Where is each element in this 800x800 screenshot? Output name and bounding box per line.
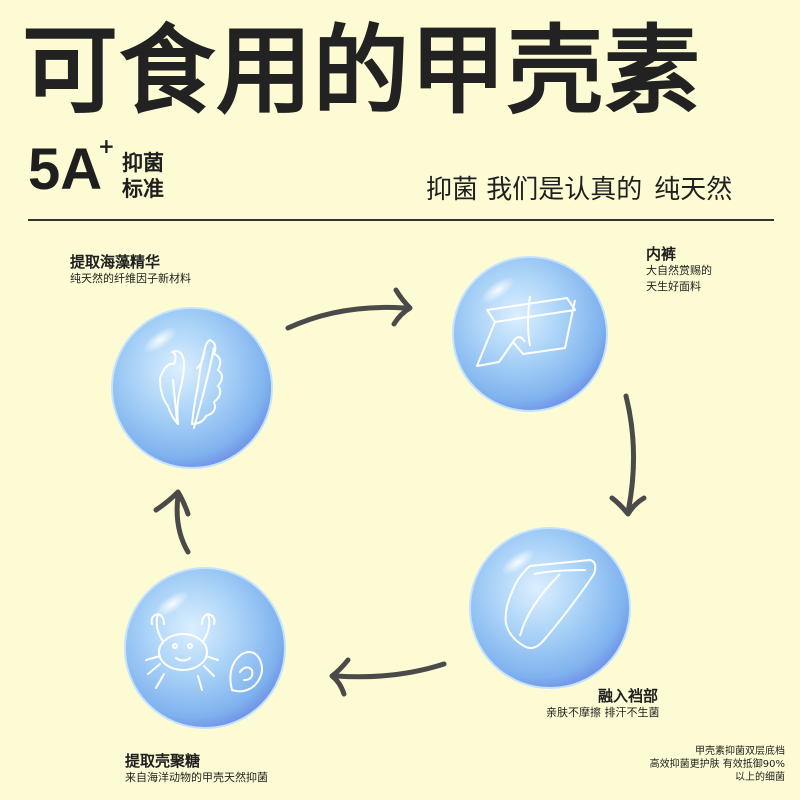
bottom-note-line1: 甲壳素抑菌双层底档 (695, 746, 785, 757)
step-crotch-pad-sub: 亲肤不摩擦 排汗不生菌 (546, 706, 660, 719)
badge-label-line2: 标准 (122, 177, 164, 201)
bubble-underwear (452, 256, 608, 412)
step-underwear-sub2: 天生好面料 (646, 280, 701, 293)
badge-plus: + (98, 134, 115, 158)
step-underwear-title: 内裤 (646, 245, 677, 263)
step-crab-shell-title: 提取壳聚糖 (125, 752, 201, 770)
badge-label-line1: 抑菌 (122, 151, 164, 175)
slogan-part2: 纯天然 (654, 175, 733, 205)
step-seaweed-title: 提取海藻精华 (70, 253, 161, 271)
step-underwear-label: 内裤 大自然赏赐的 天生好面料 (646, 245, 712, 295)
divider (28, 219, 774, 221)
crotch-pad-icon (504, 559, 597, 649)
bubble-crab-shell (124, 567, 286, 729)
bottom-note-line2: 高效抑菌更护肤 有效抵御90% (649, 759, 785, 770)
bottom-note: 甲壳素抑菌双层底档 高效抑菌更护肤 有效抵御90% 以上的细菌 (650, 745, 785, 784)
slogan-part1: 抑菌 我们是认真的 (426, 175, 643, 205)
bubble-seaweed (111, 307, 273, 469)
slogan: 抑菌 我们是认真的纯天然 (426, 174, 732, 206)
bubble-crotch-pad (469, 527, 631, 689)
seaweed-icon (159, 339, 223, 429)
step-crotch-pad-title: 融入裆部 (598, 687, 659, 705)
arrow-to-crab-shell (329, 657, 447, 697)
step-underwear-sub1: 大自然赏赐的 (646, 264, 712, 277)
underwear-icon (476, 295, 576, 367)
bottom-note-line3: 以上的细菌 (735, 772, 785, 783)
badge-label: 抑菌 标准 (122, 150, 164, 202)
page-title: 可食用的甲壳素 (22, 15, 701, 127)
step-crotch-pad-label: 融入裆部 亲肤不摩擦 排汗不生菌 (546, 687, 660, 721)
step-seaweed-label: 提取海藻精华 纯天然的纤维因子新材料 (70, 253, 191, 287)
arrow-to-crotch-pad (609, 393, 647, 517)
arrow-to-seaweed (153, 489, 191, 555)
arrow-to-underwear (285, 287, 413, 331)
step-crab-shell-label: 提取壳聚糖 来自海洋动物的甲壳天然抑菌 (125, 752, 268, 786)
step-crab-shell-sub: 来自海洋动物的甲壳天然抑菌 (125, 771, 268, 784)
step-seaweed-sub: 纯天然的纤维因子新材料 (70, 272, 191, 285)
crab-shell-icon (145, 613, 263, 693)
badge-grade: 5A (28, 137, 103, 202)
